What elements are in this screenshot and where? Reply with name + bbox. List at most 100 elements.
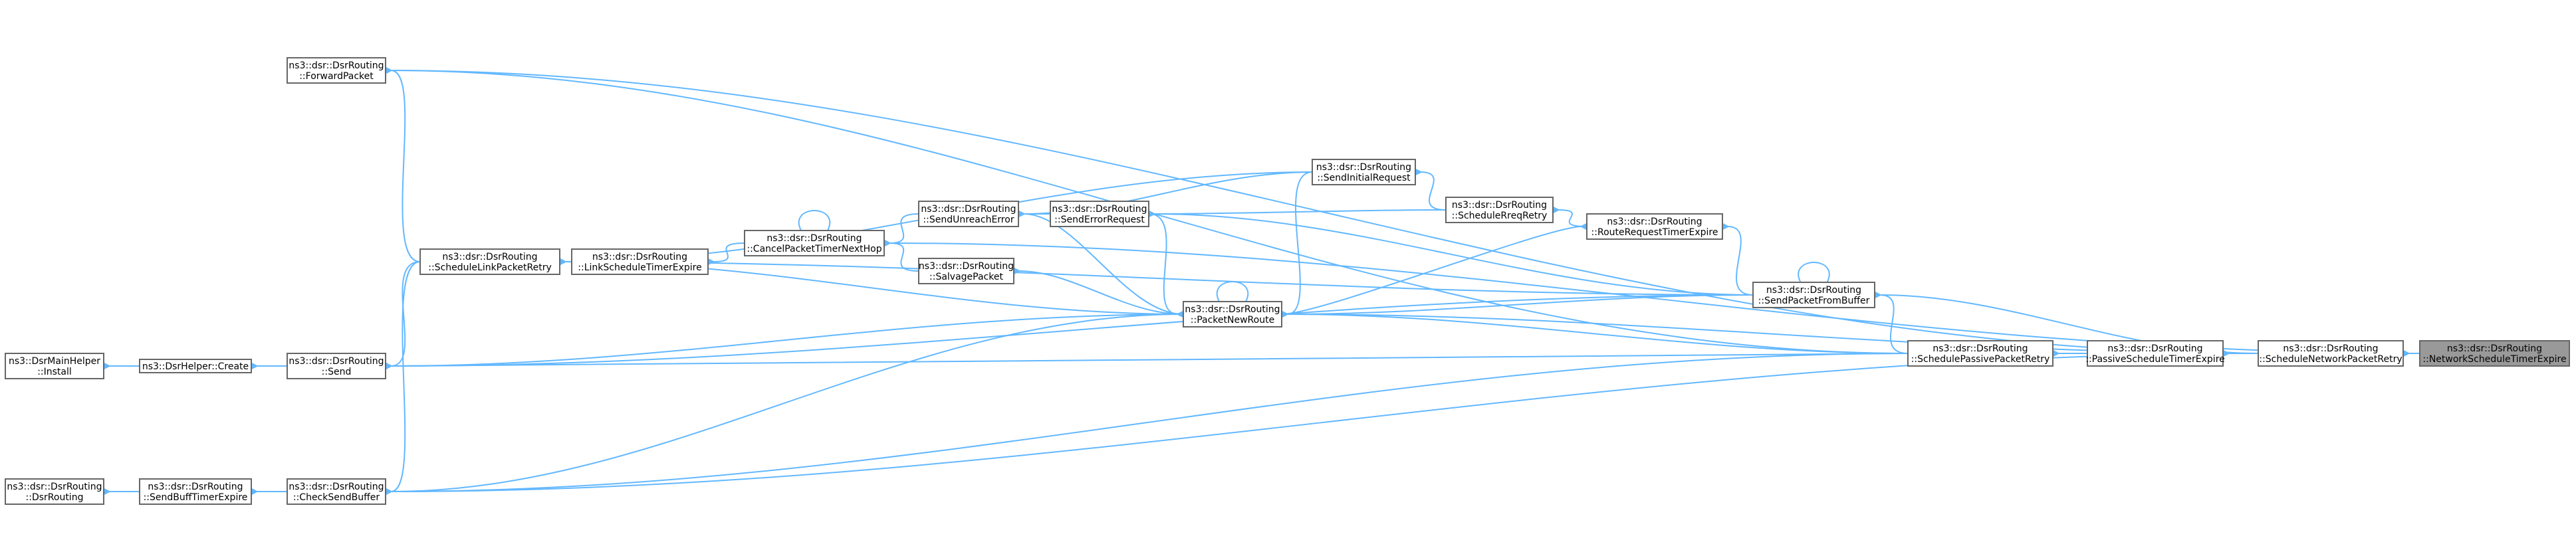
- node-label-slpr-line-1: ::ScheduleLinkPacketRetry: [428, 262, 551, 273]
- call-edge-spfb-to-send: [391, 294, 1754, 366]
- node-label-sppr-line-1: ::SchedulePassivePacketRetry: [1911, 354, 2050, 365]
- call-edge-pnr-to-send: [391, 314, 1184, 366]
- node-box-pnr[interactable]: [1183, 301, 1282, 327]
- node-box-cptnh[interactable]: [744, 230, 885, 256]
- call-edge-spfb-to-pnr: [1287, 294, 1754, 314]
- node-label-sue-line-0: ns3::dsr::DsrRouting: [921, 204, 1016, 215]
- node-slpr[interactable]: ns3::dsr::DsrRouting::ScheduleLinkPacket…: [419, 248, 560, 275]
- node-box-slpr[interactable]: [419, 248, 560, 275]
- node-snpr[interactable]: ns3::dsr::DsrRouting::ScheduleNetworkPac…: [2258, 340, 2404, 367]
- call-edge-srr-to-ser: [1154, 209, 1447, 214]
- call-edge-spfb-to-ser: [1154, 214, 1754, 296]
- node-box-rrte[interactable]: [1586, 213, 1723, 240]
- edges-layer: [109, 70, 2420, 492]
- node-lste[interactable]: ns3::dsr::DsrRouting::LinkScheduleTimerE…: [571, 248, 709, 275]
- call-edge-cptnh-to-cptnh: [798, 210, 831, 231]
- call-edge-spfb-to-slpr: [565, 262, 1754, 296]
- call-edge-pnr-to-pnr: [1216, 281, 1249, 302]
- node-target[interactable]: ns3::dsr::DsrRouting::NetworkScheduleTim…: [2419, 340, 2570, 367]
- nodes-layer: ns3::dsr::DsrRouting::NetworkScheduleTim…: [5, 57, 2570, 505]
- node-label-sppr-line-0: ns3::dsr::DsrRouting: [1932, 343, 2028, 354]
- node-box-sue[interactable]: [918, 201, 1019, 227]
- node-box-snpr[interactable]: [2258, 340, 2404, 367]
- node-rrte[interactable]: ns3::dsr::DsrRouting::RouteRequestTimerE…: [1586, 213, 1723, 240]
- node-box-sbte[interactable]: [139, 478, 252, 505]
- node-label-spfb-line-1: ::SendPacketFromBuffer: [1758, 296, 1870, 306]
- call-edge-cptnh-to-lste: [713, 242, 745, 262]
- node-ctor[interactable]: ns3::dsr::DsrRouting::DsrRouting: [5, 478, 104, 505]
- node-box-ser[interactable]: [1050, 201, 1149, 227]
- node-label-fp-line-0: ns3::dsr::DsrRouting: [289, 60, 384, 71]
- call-edge-sp-to-cptnh: [889, 243, 919, 272]
- node-box-sppr[interactable]: [1907, 340, 2053, 367]
- node-sbte[interactable]: ns3::dsr::DsrRouting::SendBuffTimerExpir…: [139, 478, 252, 505]
- node-label-snpr-line-1: ::ScheduleNetworkPacketRetry: [2259, 354, 2402, 365]
- node-label-sue-line-1: ::SendUnreachError: [923, 215, 1014, 225]
- node-label-slpr-line-0: ns3::dsr::DsrRouting: [442, 252, 537, 262]
- node-cptnh[interactable]: ns3::dsr::DsrRouting::CancelPacketTimerN…: [744, 230, 885, 256]
- call-edge-ser-to-pnr: [1148, 213, 1178, 314]
- node-label-target-line-1: ::NetworkScheduleTimerExpire: [2422, 354, 2566, 365]
- node-sppr[interactable]: ns3::dsr::DsrRouting::SchedulePassivePac…: [1907, 340, 2053, 367]
- node-label-ser-line-1: ::SendErrorRequest: [1054, 215, 1145, 225]
- node-label-target-line-0: ns3::dsr::DsrRouting: [2447, 343, 2542, 354]
- call-edge-snpr-to-csb: [391, 353, 2259, 492]
- call-edge-pnr-to-csb: [391, 314, 1184, 492]
- node-srr[interactable]: ns3::dsr::DsrRouting::ScheduleRreqRetry: [1445, 197, 1554, 223]
- call-edge-target-to-cptnh: [889, 243, 2420, 354]
- node-box-srr[interactable]: [1445, 197, 1554, 223]
- node-box-target[interactable]: [2419, 340, 2570, 367]
- node-ser[interactable]: ns3::dsr::DsrRouting::SendErrorRequest: [1050, 201, 1149, 227]
- call-edge-pnr-to-sp: [1019, 271, 1184, 315]
- node-box-send[interactable]: [287, 353, 386, 379]
- node-box-create[interactable]: [139, 359, 252, 373]
- node-label-install-line-0: ns3::DsrMainHelper: [9, 356, 100, 367]
- call-edge-sir-to-pnr: [1287, 171, 1313, 314]
- node-fp[interactable]: ns3::dsr::DsrRouting::ForwardPacket: [287, 57, 386, 84]
- node-csb[interactable]: ns3::dsr::DsrRouting::CheckSendBuffer: [287, 478, 386, 505]
- node-box-install[interactable]: [5, 353, 104, 379]
- call-edge-spfb-to-spfb: [1798, 262, 1830, 282]
- node-install[interactable]: ns3::DsrMainHelper::Install: [5, 353, 104, 379]
- node-label-csb-line-1: ::CheckSendBuffer: [293, 492, 380, 503]
- node-pnr[interactable]: ns3::dsr::DsrRouting::PacketNewRoute: [1183, 301, 1282, 327]
- node-label-ctor-line-1: ::DsrRouting: [26, 492, 84, 503]
- node-label-sbte-line-0: ns3::dsr::DsrRouting: [148, 482, 243, 492]
- node-box-sir[interactable]: [1312, 159, 1416, 185]
- node-label-spfb-line-0: ns3::dsr::DsrRouting: [1766, 285, 1861, 296]
- node-sue[interactable]: ns3::dsr::DsrRouting::SendUnreachError: [918, 201, 1019, 227]
- call-edge-srr-to-sir: [1421, 172, 1447, 211]
- call-edge-rrte-to-srr: [1558, 210, 1587, 227]
- call-edge-sppr-to-pnr: [1287, 314, 1909, 354]
- node-label-pste-line-1: ::PassiveScheduleTimerExpire: [2085, 354, 2225, 365]
- node-create[interactable]: ns3::DsrHelper::Create: [139, 359, 252, 373]
- node-box-pste[interactable]: [2087, 340, 2224, 367]
- node-box-spfb[interactable]: [1752, 282, 1875, 308]
- node-label-snpr-line-0: ns3::dsr::DsrRouting: [2283, 343, 2378, 354]
- node-box-csb[interactable]: [287, 478, 386, 505]
- node-spfb[interactable]: ns3::dsr::DsrRouting::SendPacketFromBuff…: [1752, 282, 1875, 308]
- node-box-fp[interactable]: [287, 57, 386, 84]
- node-label-send-line-0: ns3::dsr::DsrRouting: [289, 356, 384, 367]
- node-label-csb-line-0: ns3::dsr::DsrRouting: [289, 482, 384, 492]
- node-send[interactable]: ns3::dsr::DsrRouting::Send: [287, 353, 386, 379]
- node-label-sp-line-0: ns3::dsr::DsrRouting: [919, 261, 1014, 272]
- node-label-cptnh-line-0: ns3::dsr::DsrRouting: [766, 233, 862, 244]
- call-edge-sppr-to-csb: [391, 353, 1909, 492]
- node-label-create-line-0: ns3::DsrHelper::Create: [142, 361, 249, 372]
- call-edge-slpr-to-fp: [391, 70, 421, 262]
- call-edge-spfb-to-rrte: [1728, 227, 1754, 296]
- node-label-sp-line-1: ::SalvagePacket: [929, 272, 1003, 282]
- call-edge-pnr-to-rrte: [1281, 227, 1581, 315]
- node-label-sbte-line-1: ::SendBuffTimerExpire: [144, 492, 248, 503]
- node-label-pnr-line-1: ::PacketNewRoute: [1191, 315, 1274, 325]
- node-pste[interactable]: ns3::dsr::DsrRouting::PassiveScheduleTim…: [2085, 340, 2225, 367]
- node-box-lste[interactable]: [571, 248, 709, 275]
- call-edge-slpr-to-csb: [391, 261, 421, 492]
- node-box-sp[interactable]: [918, 258, 1014, 284]
- node-label-srr-line-0: ns3::dsr::DsrRouting: [1452, 200, 1547, 211]
- node-sp[interactable]: ns3::dsr::DsrRouting::SalvagePacket: [918, 258, 1014, 284]
- node-box-ctor[interactable]: [5, 478, 104, 505]
- node-sir[interactable]: ns3::dsr::DsrRouting::SendInitialRequest: [1312, 159, 1416, 185]
